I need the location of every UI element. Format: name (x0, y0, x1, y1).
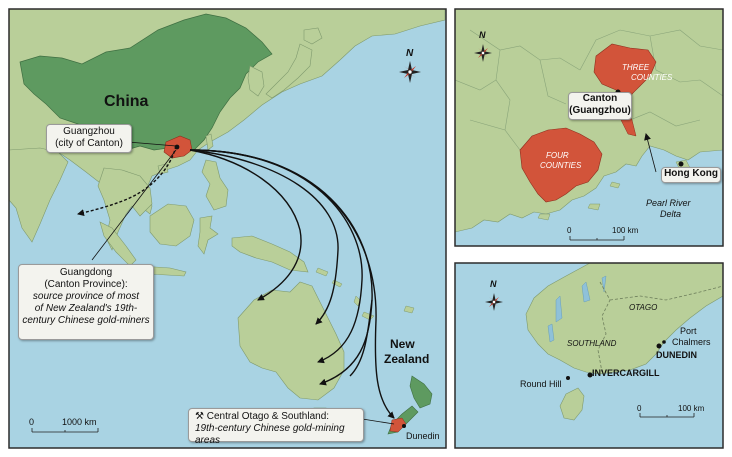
otago-region-label: OTAGO (629, 303, 657, 312)
guangdong-callout-line5: century Chinese gold-miners (22, 315, 150, 326)
guangzhou-dot (174, 144, 180, 150)
main-scale-label: 1000 km (62, 417, 97, 427)
new-zealand-label-line2: Zealand (384, 352, 429, 366)
solomon-islands (315, 267, 343, 288)
philippines (201, 159, 229, 211)
goldfields-callout: ⚒ Central Otago & Southland: 19th-centur… (188, 408, 364, 446)
otago-lakes (547, 275, 607, 343)
main-map: China New Zealand Dunedin N 0 1000 km (8, 8, 447, 449)
port-chalmers-label-line2: Chalmers (672, 337, 711, 347)
canton-scale-zero: 0 (567, 226, 572, 235)
main-map-frame (8, 8, 447, 449)
korea (247, 65, 265, 97)
sulawesi (197, 215, 219, 255)
invercargill-dot (587, 372, 593, 378)
otago-scale-bar (639, 413, 695, 418)
canton-label-line1: Canton (582, 93, 618, 104)
canton-compass-north: N (479, 30, 486, 40)
borneo (149, 203, 195, 247)
stewart-island (559, 387, 585, 421)
fiji-islands (403, 305, 415, 314)
guangdong-callout-line3: source province of most (32, 291, 140, 302)
migration-routes (77, 145, 395, 419)
round-hill-dot (566, 376, 570, 380)
four-counties-region (519, 127, 603, 203)
canton-inset-map: THREE COUNTIES FOUR COUNTIES Pearl River… (454, 8, 724, 247)
guangdong-callout-line2: (Canton Province): (44, 279, 128, 290)
guangzhou-callout-line1: Guangzhou (63, 126, 115, 137)
main-dunedin-label: Dunedin (406, 431, 440, 441)
route-to-south-asia (77, 145, 177, 217)
hong-kong-dot (678, 161, 684, 167)
port-chalmers-label-line1: Port (680, 326, 697, 336)
main-compass-icon (399, 61, 421, 83)
three-counties-label-line1: THREE (622, 63, 650, 72)
canton-scale-label: 100 km (612, 226, 639, 235)
japan-north (303, 27, 323, 45)
dunedin-dot (402, 424, 406, 428)
route-to-north-australia (189, 149, 302, 301)
guangdong-callout-line4: of New Zealand's 19th- (34, 303, 138, 314)
guangzhou-pointer (127, 141, 177, 147)
guangzhou-callout-line2: (city of Canton) (55, 138, 123, 149)
route-nz-victoria (349, 299, 373, 377)
goldfields-callout-line1: ⚒ Central Otago & Southland: (195, 411, 363, 423)
otago-inset-frame (454, 262, 724, 449)
canton-inset-land (455, 9, 723, 233)
otago-inset-land (525, 263, 723, 375)
route-to-new-zealand (189, 149, 395, 419)
canton-inset-borders (455, 29, 723, 151)
coastal-islands (537, 181, 621, 221)
guangzhou-callout: Guangzhou (city of Canton) (46, 124, 132, 153)
canton-label-box: Canton (Guangzhou) (568, 92, 632, 120)
hainan (157, 163, 169, 175)
otago-inset-map: OTAGO SOUTHLAND Port Chalmers DUNEDIN IN… (454, 262, 724, 449)
china-label: China (104, 93, 149, 110)
australia (237, 281, 345, 401)
hong-kong-label-box: Hong Kong (661, 167, 721, 183)
japan (265, 43, 313, 99)
goldfields-callout-title: Central Otago & Southland: (206, 411, 330, 422)
pearl-river-label-line2: Delta (660, 209, 681, 219)
otago-scale-label: 100 km (678, 404, 705, 413)
main-scale-zero: 0 (29, 417, 34, 427)
three-counties-region (593, 43, 657, 107)
pearl-river-pointer (644, 133, 657, 173)
hong-kong-label: Hong Kong (664, 168, 718, 179)
round-hill-label: Round Hill (520, 379, 562, 389)
guangdong-pointer (91, 149, 177, 261)
otago-compass-north: N (490, 279, 497, 289)
four-counties-label-line2: COUNTIES (540, 161, 582, 170)
nz-otago-region (389, 417, 407, 433)
otago-dunedin-dot (656, 343, 662, 349)
four-counties-label-line1: FOUR (546, 151, 569, 160)
route-to-east-australia-1 (189, 149, 339, 325)
guangdong-callout-line1: Guangdong (59, 267, 113, 278)
taiwan (205, 133, 214, 151)
new-guinea (231, 235, 309, 273)
new-zealand-label-line1: New (390, 337, 415, 351)
nz-north-island (409, 375, 433, 409)
otago-dunedin-label: DUNEDIN (656, 350, 697, 360)
pearl-river-label-line1: Pearl River (646, 198, 692, 208)
otago-region-borders (597, 281, 723, 373)
pick-and-shovel-icon: ⚒ (195, 411, 204, 422)
otago-scale-zero: 0 (637, 404, 642, 413)
southland-region-label: SOUTHLAND (567, 339, 617, 348)
invercargill-label: INVERCARGILL (592, 368, 660, 378)
goldfields-callout-line2: 19th-century Chinese gold-mining areas (195, 423, 345, 446)
main-compass-north: N (406, 48, 414, 59)
canton-scale-bar (569, 236, 625, 241)
port-chalmers-dot (662, 340, 666, 344)
otago-compass-icon (485, 293, 503, 311)
canton-inset-frame (454, 8, 724, 247)
guangdong-callout: Guangdong (Canton Province): source prov… (18, 264, 154, 340)
main-scale-bar (31, 428, 99, 433)
three-counties-label-line2: COUNTIES (631, 73, 673, 82)
canton-label-line2: (Guangzhou) (569, 105, 631, 116)
